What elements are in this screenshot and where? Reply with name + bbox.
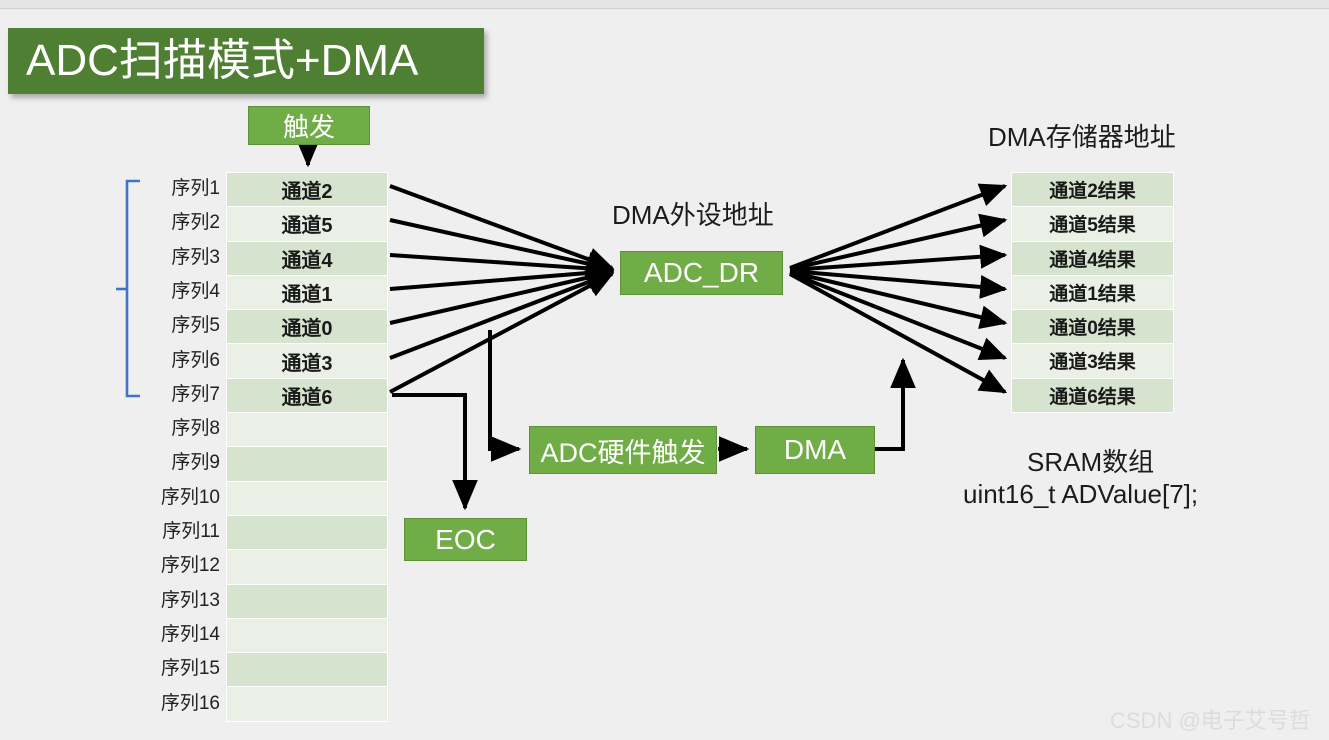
top-strip bbox=[0, 0, 1329, 9]
sram-array-caption: SRAM数组 bbox=[1027, 447, 1155, 477]
sequence-channel-cell bbox=[227, 515, 387, 551]
sequence-channel-cell: 通道6 bbox=[227, 378, 387, 414]
arrows-sequence-to-adcdr bbox=[389, 184, 615, 394]
sequence-label-column: 序列1 序列2 序列3 序列4 序列5 序列6 序列7 序列8 序列9 序列10 序列11 序列12 序… bbox=[126, 172, 220, 722]
sequence-index-label: 序列8 bbox=[171, 418, 220, 440]
sequence-channel-cell: 通道5 bbox=[227, 207, 387, 242]
result-cell: 通道2结果 bbox=[1012, 173, 1173, 208]
dma-results-table: 通道2结果通道5结果通道4结果通道1结果通道0结果通道3结果通道6结果 bbox=[1011, 172, 1174, 413]
result-cell: 通道5结果 bbox=[1012, 207, 1173, 242]
arrow-dma-to-results bbox=[875, 357, 916, 451]
adc-hardware-trigger-label: ADC硬件触发 bbox=[540, 437, 706, 468]
arrow-adcdr-to-hwtrigger bbox=[488, 330, 522, 462]
trigger-box[interactable]: 触发 bbox=[248, 106, 370, 145]
watermark: CSDN @电子艾号哲 bbox=[1110, 708, 1311, 733]
sequence-channel-cell bbox=[227, 447, 387, 482]
sequence-channel-cell: 通道0 bbox=[227, 310, 387, 345]
arrows-adcdr-to-results bbox=[789, 183, 1008, 394]
dma-peripheral-address-caption: DMA外设地址 bbox=[612, 200, 774, 230]
sequence-channel-cell bbox=[227, 481, 387, 516]
sequence-index-label: 序列14 bbox=[160, 623, 220, 645]
result-cell: 通道0结果 bbox=[1012, 310, 1173, 345]
sequence-channel-cell: 通道4 bbox=[227, 241, 387, 276]
result-cell: 通道6结果 bbox=[1012, 378, 1173, 413]
sequence-index-label: 序列15 bbox=[160, 658, 220, 680]
result-cell: 通道3结果 bbox=[1012, 344, 1173, 379]
sequence-index-label: 序列1 bbox=[171, 178, 220, 199]
page-title: ADC扫描模式+DMA bbox=[26, 36, 419, 85]
adc-hardware-trigger-box[interactable]: ADC硬件触发 bbox=[529, 426, 717, 474]
arrow-sequence-to-eoc bbox=[392, 393, 478, 511]
sequence-index-label: 序列2 bbox=[171, 212, 220, 234]
sequence-channel-cell bbox=[227, 584, 387, 619]
result-cell: 通道1结果 bbox=[1012, 275, 1173, 311]
sequence-channel-cell bbox=[227, 653, 387, 688]
sequence-channel-cell bbox=[227, 687, 387, 722]
dma-label: DMA bbox=[783, 434, 847, 465]
sequence-index-label: 序列12 bbox=[160, 555, 220, 577]
eoc-label: EOC bbox=[435, 523, 496, 555]
sequence-index-label: 序列5 bbox=[171, 315, 220, 337]
sequence-index-label: 序列13 bbox=[160, 589, 220, 611]
sequence-channel-cell: 通道1 bbox=[227, 275, 387, 311]
sequence-index-label: 序列10 bbox=[160, 486, 220, 508]
sequence-index-label: 序列3 bbox=[171, 246, 220, 268]
dma-box[interactable]: DMA bbox=[755, 426, 875, 474]
sequence-index-label: 序列7 bbox=[171, 383, 220, 405]
dma-memory-address-caption: DMA存储器地址 bbox=[988, 122, 1176, 152]
sequence-index-label: 序列16 bbox=[160, 692, 220, 714]
sequence-channel-cell bbox=[227, 550, 387, 585]
result-cell: 通道4结果 bbox=[1012, 241, 1173, 276]
sequence-channel-cell: 通道3 bbox=[227, 344, 387, 379]
sequence-index-label: 序列6 bbox=[171, 349, 220, 371]
trigger-label: 触发 bbox=[282, 112, 335, 142]
sequence-channel-cell bbox=[227, 618, 387, 654]
sram-declaration-caption: uint16_t ADValue[7]; bbox=[963, 479, 1199, 509]
sequence-index-label: 序列9 bbox=[171, 452, 220, 474]
sequence-channel-cell: 通道2 bbox=[227, 173, 387, 208]
slide-title-banner: ADC扫描模式+DMA bbox=[8, 28, 484, 94]
adc-dr-label: ADC_DR bbox=[643, 257, 760, 288]
eoc-box[interactable]: EOC bbox=[404, 518, 527, 561]
sequence-index-label: 序列11 bbox=[162, 521, 220, 542]
adc-dr-box[interactable]: ADC_DR bbox=[620, 251, 783, 295]
sequence-index-label: 序列4 bbox=[171, 280, 220, 302]
sequence-channel-cell bbox=[227, 413, 387, 448]
